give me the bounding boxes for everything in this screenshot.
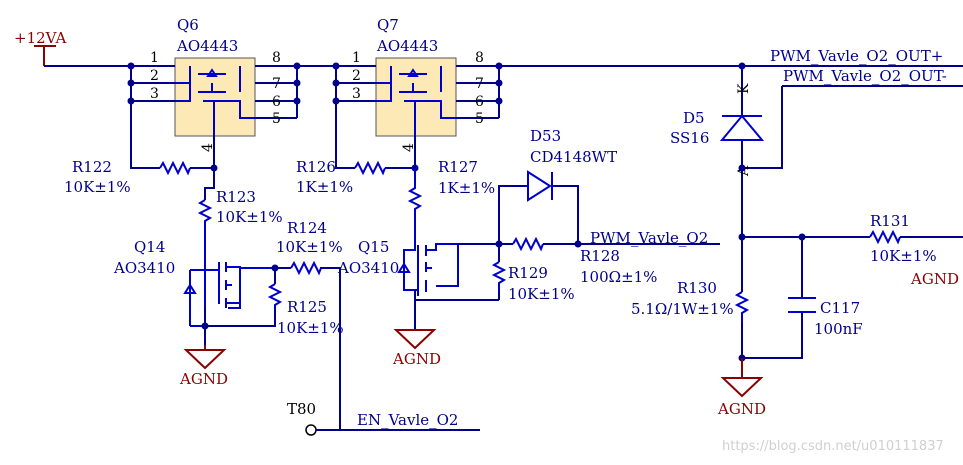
svg-text:5: 5 (272, 111, 281, 127)
agnd-label-r131: AGND (910, 270, 959, 288)
r129-ref: R129 (508, 264, 548, 282)
svg-text:8: 8 (272, 50, 281, 66)
svg-text:3: 3 (150, 86, 159, 102)
r129-value: 10K±1% (508, 285, 575, 303)
q7-part: AO4443 (376, 37, 438, 55)
c117-capacitor (788, 297, 816, 313)
q14-wiring (204, 268, 276, 345)
q15-part: AO3410 (337, 259, 399, 277)
r124-value: 10K±1% (276, 238, 343, 256)
c117-value: 100nF (814, 320, 863, 338)
svg-text:3: 3 (352, 86, 361, 102)
agnd-symbol-1 (183, 345, 227, 370)
q6-gate-wiring (130, 101, 215, 169)
out-plus-label: PWM_Vavle_O2_OUT+ (770, 47, 943, 65)
r122-resistor (159, 160, 191, 176)
svg-text:8: 8 (475, 50, 484, 66)
c117-ref: C117 (820, 299, 860, 317)
svg-text:6: 6 (475, 94, 484, 110)
q15-mosfet-symbol (397, 232, 459, 296)
d53-ref: D53 (530, 127, 561, 145)
r126-resistor (354, 160, 386, 176)
agnd-symbol-2 (393, 329, 437, 350)
agnd-label-3: AGND (717, 400, 766, 418)
svg-text:2: 2 (352, 68, 361, 84)
q14-part: AO3410 (113, 259, 175, 277)
q14-mosfet-symbol (183, 232, 275, 327)
d5-ref: D5 (683, 109, 705, 127)
q6-pins: 1 2 3 4 5 6 7 8 (130, 50, 298, 152)
r126-ref: R126 (296, 158, 336, 176)
r130-value: 5.1Ω/1W±1% (631, 300, 734, 318)
r128-ref: R128 (580, 247, 620, 265)
supply-12va-symbol (34, 45, 56, 66)
r131-ref: R131 (870, 212, 910, 230)
d5-pin-k: K (736, 83, 752, 94)
q7-mosfet-symbol (376, 66, 456, 136)
d53-part: CD4148WT (530, 148, 617, 166)
pwm-net-label: PWM_Vavle_O2 (590, 229, 708, 247)
r127-resistor (407, 168, 423, 232)
svg-text:2: 2 (150, 68, 159, 84)
svg-text:1: 1 (352, 50, 361, 66)
out-minus-label: PWM_Vavle_O2_OUT- (783, 67, 947, 85)
svg-text:1: 1 (150, 50, 159, 66)
watermark-text: https://blog.csdn.net/u010111837 (722, 439, 944, 454)
r127-ref: R127 (438, 158, 478, 176)
agnd-symbol-3 (720, 358, 764, 398)
r125-ref: R125 (287, 298, 327, 316)
svg-text:4: 4 (200, 143, 216, 152)
t80-label: T80 (287, 400, 316, 418)
d53-diode (525, 170, 555, 202)
q6-part: AO4443 (176, 37, 238, 55)
r123-value: 10K±1% (216, 208, 283, 226)
r127-value: 1K±1% (438, 179, 495, 197)
supply-12va-label: +12VA (14, 29, 66, 47)
agnd-label-2: AGND (392, 350, 441, 368)
r129-resistor (491, 261, 507, 292)
svg-text:5: 5 (475, 111, 484, 127)
r125-value: 10K±1% (277, 319, 344, 337)
t80-testpoint (305, 424, 317, 436)
r130-resistor (734, 291, 750, 322)
q6-mosfet-symbol (175, 66, 255, 136)
r126-value: 1K±1% (296, 178, 353, 196)
r123-resistor (197, 199, 213, 232)
q14-ref: Q14 (134, 238, 165, 256)
r124-resistor (290, 260, 322, 276)
q15-ref: Q15 (358, 238, 389, 256)
en-net-label: EN_Vavle_O2 (357, 411, 458, 429)
svg-text:4: 4 (401, 143, 417, 152)
r130-ref: R130 (677, 279, 717, 297)
r131-value: 10K±1% (870, 247, 937, 265)
q7-ref: Q7 (377, 16, 399, 34)
r131-resistor (869, 229, 901, 245)
q6-ref: Q6 (177, 16, 199, 34)
q15-wiring (414, 243, 499, 330)
svg-text:7: 7 (272, 76, 281, 92)
d5-diode (719, 112, 765, 141)
r122-ref: R122 (72, 158, 112, 176)
r124-ref: R124 (287, 219, 327, 237)
r125-resistor (267, 283, 283, 310)
agnd-label-1: AGND (179, 370, 228, 388)
d5-part: SS16 (670, 129, 709, 147)
svg-text:7: 7 (475, 76, 484, 92)
r128-resistor (512, 236, 544, 252)
r123-ref: R123 (216, 188, 256, 206)
r122-value: 10K±1% (64, 178, 131, 196)
r128-value: 100Ω±1% (580, 268, 657, 286)
svg-text:6: 6 (272, 94, 281, 110)
q7-gate-wiring (335, 101, 416, 169)
